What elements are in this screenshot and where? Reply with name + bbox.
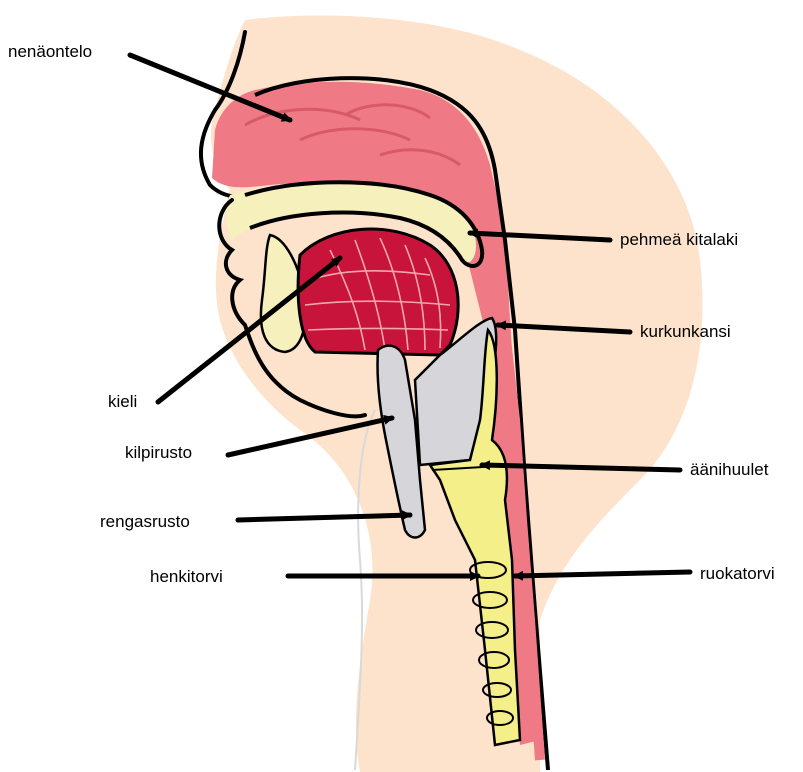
label-epiglottis: kurkunkansi	[640, 322, 731, 342]
label-trachea: henkitorvi	[150, 567, 223, 587]
label-tongue: kieli	[108, 392, 137, 412]
label-thyroid-cartilage: kilpirusto	[125, 443, 192, 463]
label-cricoid-cartilage: rengasrusto	[100, 512, 190, 532]
label-nasal-cavity: nenäontelo	[8, 42, 92, 62]
label-soft-palate: pehmeä kitalaki	[620, 230, 738, 250]
label-esophagus: ruokatorvi	[700, 564, 775, 584]
label-vocal-cords: äänihuulet	[690, 460, 768, 480]
